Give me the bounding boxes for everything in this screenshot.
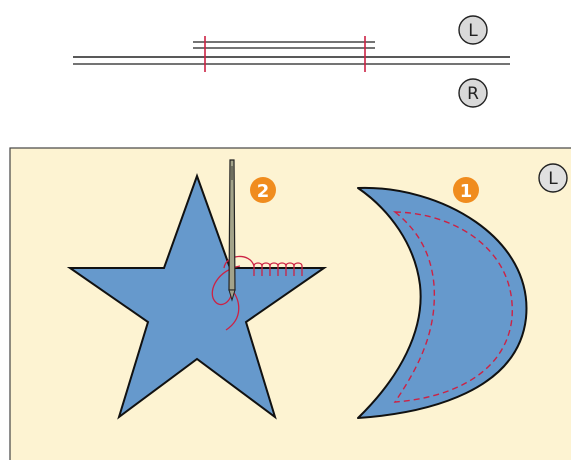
fabric-layer-diagram: L R: [73, 15, 510, 108]
moon-stitch-line: [392, 211, 513, 403]
panel-side-badge: L: [538, 163, 568, 193]
step-badge-2-text: 2: [257, 181, 270, 202]
left-side-badge: L: [458, 15, 488, 45]
right-side-badge-text: R: [467, 84, 479, 104]
needle: [228, 159, 236, 302]
star-shape: [66, 173, 328, 420]
left-side-badge-text: L: [468, 21, 478, 41]
step-badge-1: 1: [453, 177, 479, 203]
applique-panel: 2 1 L: [9, 147, 571, 464]
panel-side-badge-text: L: [548, 169, 558, 189]
step-badge-2: 2: [250, 177, 276, 203]
step-badge-1-text: 1: [460, 181, 473, 202]
blanket-stitch: [211, 255, 303, 331]
right-side-badge: R: [458, 78, 488, 108]
moon-shape: [357, 186, 528, 419]
